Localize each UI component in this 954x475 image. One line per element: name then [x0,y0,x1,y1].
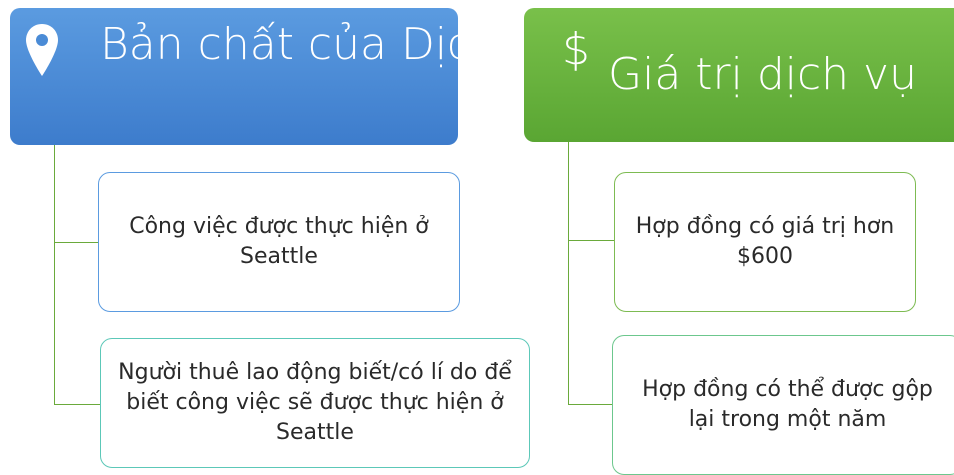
card-text: Công việc được thực hiện ở Seattle [129,214,429,269]
connector-right-card2 [568,404,613,405]
card-text: Người thuê lao động biết/có lí do để biế… [118,360,512,445]
connector-left-card1 [54,242,99,243]
connector-left-vertical [54,145,55,405]
card-contract-value: Hợp đồng có giá trị hơn $600 [614,172,916,312]
header-title-right: Giá trị dịch vụ [608,49,917,100]
connector-right-card1 [568,240,615,241]
card-text: Hợp đồng có thể được gộp lại trong một n… [642,377,933,432]
dollar-icon: $ [562,24,590,75]
card-text: Hợp đồng có giá trị hơn $600 [635,214,895,269]
header-gia-tri-dich-vu: $ Giá trị dịch vụ [524,8,954,142]
connector-left-card2 [54,404,101,405]
map-pin-icon [26,24,58,76]
card-seattle-work: Công việc được thực hiện ở Seattle [98,172,460,312]
connector-right-vertical [568,142,569,405]
card-contract-aggregate: Hợp đồng có thể được gộp lại trong một n… [612,335,954,475]
header-ban-chat-dich-vu: Bản chất của Dịch vụ [10,8,568,145]
header-title-left: Bản chất của Dịch vụ [100,19,568,70]
card-employer-knowledge: Người thuê lao động biết/có lí do để biế… [100,338,530,468]
